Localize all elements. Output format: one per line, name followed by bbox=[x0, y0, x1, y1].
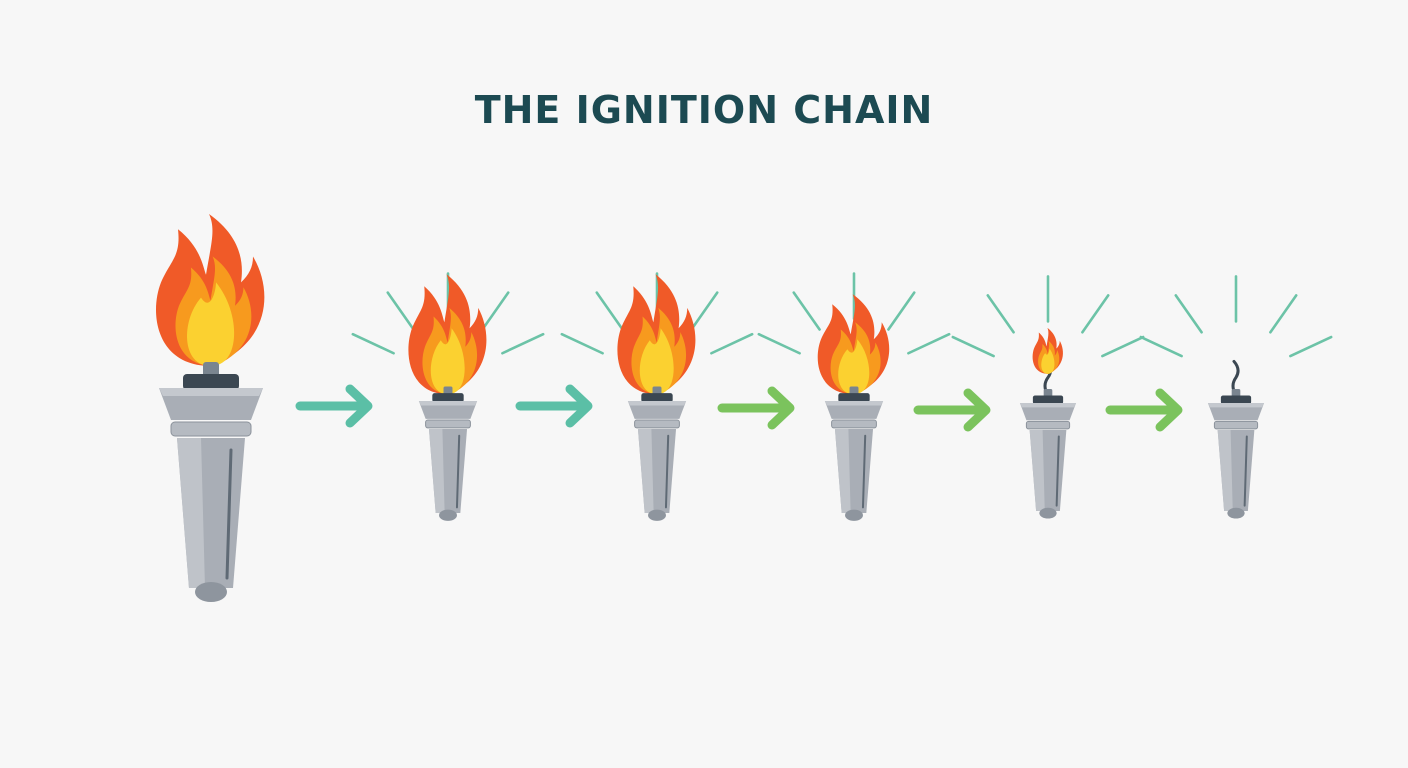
torch-4-small-flame bbox=[757, 272, 951, 521]
burner-cap bbox=[183, 374, 239, 390]
torch-cup-rim bbox=[627, 401, 687, 406]
burst-ray bbox=[560, 332, 604, 355]
torch-ring bbox=[634, 419, 680, 429]
torch-ring bbox=[170, 421, 252, 437]
torch-end-cap bbox=[439, 509, 457, 521]
burst-ray bbox=[690, 291, 719, 331]
burst-ray bbox=[1269, 294, 1298, 334]
torch-cup-rim bbox=[1207, 403, 1265, 408]
torch-handle-line bbox=[1243, 435, 1248, 507]
flame-core bbox=[838, 339, 870, 395]
torch-handle-highlight bbox=[834, 429, 851, 513]
torch-3-medium-flame bbox=[560, 272, 754, 521]
arrow-3 bbox=[717, 386, 795, 430]
burst-ray bbox=[595, 291, 624, 331]
burner-cap bbox=[838, 393, 870, 403]
torch-cup-rim bbox=[824, 401, 884, 406]
flame-core bbox=[430, 328, 465, 395]
torch-ring bbox=[831, 419, 877, 429]
torch-end-cap bbox=[648, 509, 666, 521]
torch-handle-highlight bbox=[1029, 430, 1045, 511]
burst-ray bbox=[757, 332, 801, 355]
torch-handle-highlight bbox=[428, 429, 445, 513]
burst-ray bbox=[986, 294, 1015, 334]
arrow-head bbox=[345, 384, 373, 428]
burst-ray bbox=[386, 291, 415, 331]
torch-cup-rim bbox=[1019, 403, 1077, 408]
burst-ray bbox=[1139, 335, 1183, 358]
torch-handle-line bbox=[1055, 435, 1060, 507]
arrow-head bbox=[963, 388, 991, 432]
burst-ray bbox=[792, 291, 821, 331]
arrow-4 bbox=[913, 388, 991, 432]
torch-handle-highlight bbox=[637, 429, 654, 513]
burst-ray bbox=[1174, 294, 1203, 334]
arrow-1 bbox=[295, 384, 373, 428]
arrow-5 bbox=[1105, 388, 1183, 432]
burner-cap bbox=[432, 393, 464, 403]
torch-cup-rim bbox=[159, 388, 263, 396]
burst-ray bbox=[501, 332, 545, 355]
torch-end-cap bbox=[845, 509, 863, 521]
burst-ray bbox=[951, 335, 995, 358]
torch-2-medium-flame bbox=[351, 272, 545, 521]
torch-end-cap bbox=[1039, 507, 1057, 519]
burst-ray bbox=[907, 332, 951, 355]
arrow-head bbox=[565, 384, 593, 428]
arrow-head bbox=[767, 386, 795, 430]
flame-core bbox=[187, 282, 235, 366]
burst-ray bbox=[1081, 294, 1110, 334]
torch-5-tiny-flame bbox=[951, 275, 1145, 519]
burst-ray bbox=[887, 291, 916, 331]
torch-end-cap bbox=[195, 582, 227, 602]
torch-1-large-flame bbox=[156, 214, 265, 602]
diagram-title: THE IGNITION CHAIN bbox=[474, 88, 934, 132]
burst-ray bbox=[710, 332, 754, 355]
arrow-2 bbox=[515, 384, 593, 428]
torch-ring bbox=[1213, 420, 1259, 430]
flame-core bbox=[1041, 348, 1055, 374]
burst-ray bbox=[351, 332, 395, 355]
torch-handle-line bbox=[455, 434, 461, 509]
torch-handle-highlight bbox=[177, 438, 205, 588]
torch-ring bbox=[1025, 420, 1071, 430]
burner-cap bbox=[641, 393, 673, 403]
torch-6-extinguished bbox=[1139, 275, 1333, 519]
flame-core bbox=[639, 328, 674, 395]
torch-ring bbox=[425, 419, 471, 429]
burner-cap bbox=[1032, 395, 1064, 405]
burst-ray bbox=[481, 291, 510, 331]
burst-ray bbox=[1101, 335, 1145, 358]
arrow-head bbox=[1155, 388, 1183, 432]
torch-handle-highlight bbox=[1217, 430, 1233, 511]
torch-handle-line bbox=[664, 434, 670, 509]
torch-cup-rim bbox=[418, 401, 478, 406]
torch-end-cap bbox=[1227, 507, 1245, 519]
burst-ray bbox=[1289, 335, 1333, 358]
torch-handle-line bbox=[861, 434, 867, 509]
burner-cap bbox=[1220, 395, 1252, 405]
torch-handle-line bbox=[225, 448, 233, 580]
